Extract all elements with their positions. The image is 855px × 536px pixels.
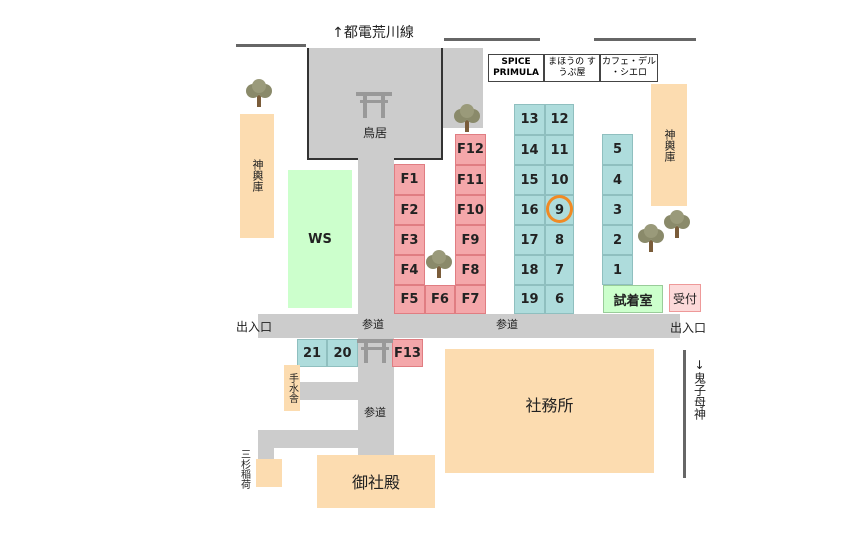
tree-icon [454, 104, 480, 132]
booth-21[interactable]: 21 [297, 339, 327, 367]
workshop-label: WS [308, 231, 332, 247]
tree-icon [426, 250, 452, 278]
shop-spice-primula: SPICE PRIMULA [488, 54, 544, 82]
sando-label-3: 参道 [364, 406, 386, 419]
booth-2[interactable]: 2 [602, 225, 633, 255]
exit-left: 出入口 [235, 319, 272, 334]
sando-label-2: 参道 [496, 318, 518, 331]
top-rail-mid [444, 38, 540, 41]
booth-f10[interactable]: F10 [455, 195, 486, 225]
main-sando-path [258, 314, 680, 338]
torii-icon [356, 92, 392, 118]
booth-18[interactable]: 18 [514, 255, 545, 285]
shop-cafe-del-cielo: カフェ・デル ・シエロ [600, 54, 658, 82]
booth-f8[interactable]: F8 [455, 255, 486, 285]
top-rail-left [236, 44, 306, 47]
booth-f9[interactable]: F9 [455, 225, 486, 255]
booth-1[interactable]: 1 [602, 255, 633, 285]
exit-right: 出入口 [669, 320, 706, 335]
booth-17[interactable]: 17 [514, 225, 545, 255]
highlight-circle [546, 195, 573, 223]
fitting-room[interactable]: 試着室 [603, 285, 663, 313]
torii-plaza [307, 48, 443, 160]
tree-icon [638, 224, 664, 252]
temizuya-label: 手水舎 [286, 373, 298, 403]
mikoshi-storage-left-label: 神輿庫 [251, 158, 264, 192]
booth-6[interactable]: 6 [545, 285, 574, 314]
mikoshi-storage-right [651, 84, 687, 206]
reception[interactable]: 受付 [669, 284, 701, 312]
top-rail-right [594, 38, 696, 41]
toden-arakawa-line-label: ↑都電荒川線 [332, 25, 414, 41]
torii-lower-icon [357, 339, 393, 363]
booth-19[interactable]: 19 [514, 285, 545, 314]
booth-7[interactable]: 7 [545, 255, 574, 285]
workshop-area [288, 170, 352, 308]
booth-16[interactable]: 16 [514, 195, 545, 225]
booth-3[interactable]: 3 [602, 195, 633, 225]
booth-20[interactable]: 20 [327, 339, 358, 367]
booth-f11[interactable]: F11 [455, 165, 486, 195]
inari-path-vertical [258, 430, 274, 460]
shop-mahou-soup: まほうの すうぷ屋 [544, 54, 600, 82]
booth-f4[interactable]: F4 [394, 255, 425, 285]
sansugi-inari-label: 三杉稲荷 [238, 449, 250, 489]
temizuya [284, 365, 300, 411]
booth-5[interactable]: 5 [602, 134, 633, 165]
sansugi-inari [256, 459, 282, 487]
booth-f7[interactable]: F7 [455, 285, 486, 314]
booth-15[interactable]: 15 [514, 165, 545, 195]
booth-14[interactable]: 14 [514, 135, 545, 165]
goshaden-label: 御社殿 [351, 473, 400, 492]
shamusho-label: 社務所 [525, 396, 574, 415]
shamusho-building [445, 349, 654, 473]
torii-label: 鳥居 [362, 125, 387, 140]
booth-10[interactable]: 10 [545, 165, 574, 195]
booth-f13[interactable]: F13 [392, 339, 423, 367]
temizuya-path [298, 382, 360, 400]
booth-13[interactable]: 13 [514, 104, 545, 135]
booth-f2[interactable]: F2 [394, 195, 425, 225]
right-boundary-line [683, 350, 686, 478]
booth-f6[interactable]: F6 [425, 285, 455, 314]
kishimojin-label: ↓鬼子母神 [692, 358, 707, 420]
sando-label-1: 参道 [362, 318, 384, 331]
booth-f5[interactable]: F5 [394, 285, 425, 314]
tree-icon [664, 210, 690, 238]
booth-4[interactable]: 4 [602, 165, 633, 195]
booth-f1[interactable]: F1 [394, 164, 425, 195]
tree-icon [246, 79, 272, 107]
inari-path [258, 430, 360, 448]
booth-f3[interactable]: F3 [394, 225, 425, 255]
mikoshi-storage-right-label: 神輿庫 [663, 128, 676, 162]
booth-11[interactable]: 11 [545, 135, 574, 165]
inner-passage [358, 158, 394, 318]
booth-f12[interactable]: F12 [455, 134, 486, 165]
booth-8[interactable]: 8 [545, 225, 574, 255]
mikoshi-storage-left [240, 114, 274, 238]
goshaden-building [317, 455, 435, 508]
booth-12[interactable]: 12 [545, 104, 574, 135]
